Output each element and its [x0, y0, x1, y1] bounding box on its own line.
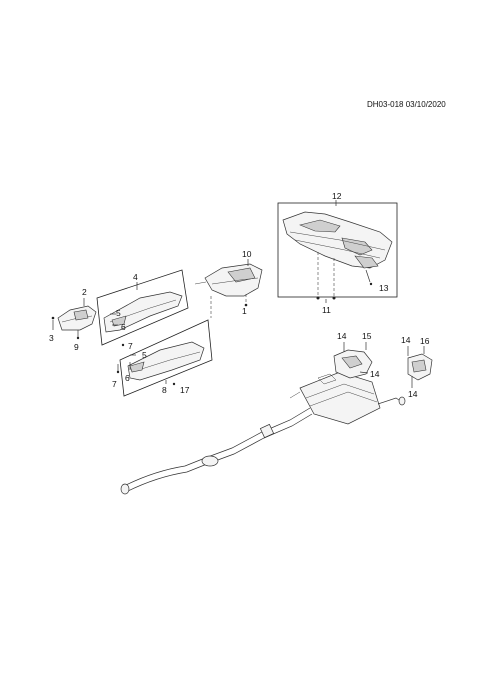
- exhaust-pipe-upper: [123, 407, 311, 487]
- callout-numbers: 12 13 11 10 1 4 2 5 6 3 9 7 5 6 7 8 17 1…: [49, 191, 430, 399]
- drawing-code: DH03-018 03/10/2020: [367, 100, 446, 109]
- front-heat-shield-detail: [227, 267, 256, 283]
- muffler-seam-2: [309, 391, 378, 407]
- callout-9: 9: [74, 342, 79, 352]
- muffler-hanger-bracket: [317, 373, 337, 385]
- callout-13: 13: [379, 283, 389, 293]
- frame-4: [96, 269, 189, 346]
- callout-10: 10: [242, 249, 252, 259]
- fastener-3: [51, 316, 55, 320]
- front-shield-tab: [194, 281, 207, 285]
- resonator: [201, 455, 219, 467]
- callout-7a: 7: [128, 341, 133, 351]
- callout-8: 8: [162, 385, 167, 395]
- tail-pipe-tip: [398, 396, 406, 406]
- callout-1: 1: [242, 306, 247, 316]
- part-16-group: [407, 346, 433, 388]
- callout-2: 2: [82, 287, 87, 297]
- center-shield-detail: [129, 361, 145, 373]
- fastener-13: [369, 282, 373, 286]
- fastener-17: [172, 382, 176, 386]
- fastener-9: [76, 336, 80, 340]
- tunnel-shield-detail: [111, 315, 127, 327]
- callout-7b: 7: [112, 379, 117, 389]
- part-2-group: [51, 298, 97, 340]
- rear-muffler: [299, 371, 381, 425]
- muffler-heat-shield-detail: [341, 355, 363, 369]
- part-15-group: [333, 342, 373, 379]
- callout-5a: 5: [116, 308, 121, 318]
- center-heat-shield: [127, 341, 205, 381]
- callout-14b: 14: [370, 369, 380, 379]
- callout-15: 15: [362, 331, 372, 341]
- callout-11: 11: [322, 305, 331, 315]
- callout-17: 17: [180, 385, 190, 395]
- rear-heat-shield-detail-3: [354, 255, 379, 269]
- callout-3: 3: [49, 333, 54, 343]
- callout-12: 12: [332, 191, 342, 201]
- front-shield-rib: [211, 277, 259, 285]
- rear-shield-rib: [289, 231, 386, 251]
- leader-13: [365, 269, 371, 283]
- callout-14d: 14: [408, 389, 418, 399]
- callout-14a: 14: [337, 331, 347, 341]
- frame-8-group: [116, 319, 213, 397]
- frame-12-group: [277, 200, 398, 303]
- callout-5b: 5: [142, 350, 147, 360]
- frame-8: [119, 319, 213, 397]
- fastener-7b: [116, 370, 120, 374]
- callout-16: 16: [420, 336, 430, 346]
- rear-heat-shield-detail: [299, 219, 341, 233]
- center-shield-rib: [131, 351, 201, 373]
- part-10-group: [194, 259, 263, 318]
- fastener-11b: [332, 296, 336, 300]
- small-shield-detail: [73, 309, 89, 321]
- exhaust-system: [120, 371, 406, 495]
- exhaust-pipe-lower: [125, 413, 313, 493]
- front-heat-shield: [204, 263, 263, 297]
- fastener-11a: [316, 296, 320, 300]
- rear-heat-shield: [282, 211, 393, 269]
- muffler-inlet: [289, 391, 301, 399]
- rear-shield-rib-2: [294, 239, 381, 259]
- hanger-bracket-detail: [411, 359, 427, 373]
- callout-4: 4: [133, 272, 138, 282]
- frame-12: [277, 202, 398, 298]
- pipe-inlet-flange: [120, 483, 130, 495]
- fastener-1: [244, 303, 248, 307]
- leader-14b: [359, 371, 369, 374]
- muffler-seam: [305, 383, 375, 399]
- tail-pipe: [377, 397, 403, 405]
- fastener-7a: [121, 343, 125, 347]
- callout-6a: 6: [121, 322, 126, 332]
- callout-6b: 6: [125, 373, 130, 383]
- callout-14c: 14: [401, 335, 411, 345]
- pipe-clamp: [259, 423, 275, 439]
- frame-4-group: [96, 269, 189, 347]
